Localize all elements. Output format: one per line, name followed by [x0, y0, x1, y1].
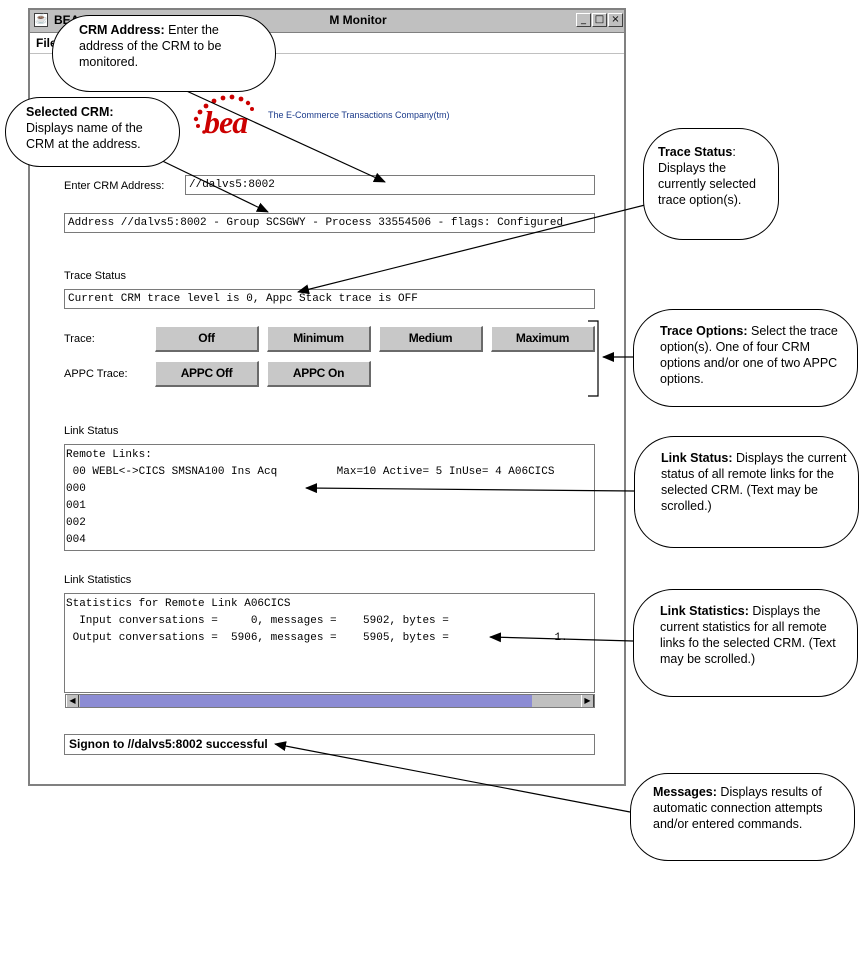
bea-logo: bea	[186, 90, 266, 140]
link-status-line: Remote Links:	[66, 449, 152, 461]
scroll-left-icon[interactable]: ◀	[66, 695, 79, 707]
callout-trace-status: Trace Status: Displays the currently sel…	[643, 128, 779, 240]
trace-maximum-button[interactable]: Maximum	[491, 326, 595, 352]
appc-on-button[interactable]: APPC On	[267, 361, 371, 387]
link-status-textarea[interactable]: Remote Links: 00 WEBL<->CICS SMSNA100 In…	[64, 444, 595, 551]
link-statistics-label: Link Statistics	[64, 574, 132, 586]
crm-address-input[interactable]: //dalvs5:8002	[185, 175, 595, 195]
messages-field: Signon to //dalvs5:8002 successful	[64, 734, 595, 755]
appc-off-button[interactable]: APPC Off	[155, 361, 259, 387]
trace-label: Trace:	[64, 333, 95, 345]
trace-off-button[interactable]: Off	[155, 326, 259, 352]
callout-selected-crm: Selected CRM:Displays name of the CRM at…	[5, 97, 180, 167]
scroll-thumb[interactable]	[80, 695, 532, 707]
trace-medium-button[interactable]: Medium	[379, 326, 483, 352]
trace-status-field: Current CRM trace level is 0, Appc Stack…	[64, 289, 595, 309]
link-statistics-line: Statistics for Remote Link A06CICS	[66, 598, 291, 610]
logo-wordmark: bea	[204, 104, 248, 140]
link-status-line: 000	[66, 483, 86, 495]
link-status-line: 002	[66, 517, 86, 529]
minimize-button[interactable]: _	[576, 13, 591, 27]
link-statistics-line: Input conversations = 0, messages = 5902…	[66, 615, 449, 627]
link-status-line: 00 WEBL<->CICS SMSNA100 Ins Acq Max=10 A…	[66, 466, 555, 478]
link-status-line: 004	[66, 534, 86, 546]
link-statistics-scrollbar[interactable]: ◀ ▶	[65, 694, 595, 708]
trace-minimum-button[interactable]: Minimum	[267, 326, 371, 352]
tagline: The E-Commerce Transactions Company(tm)	[268, 110, 450, 120]
appc-trace-label: APPC Trace:	[64, 368, 128, 380]
link-status-line: 001	[66, 500, 86, 512]
scroll-right-icon[interactable]: ▶	[581, 695, 594, 707]
link-statistics-textarea[interactable]: Statistics for Remote Link A06CICS Input…	[64, 593, 595, 693]
selected-crm-field: Address //dalvs5:8002 - Group SCSGWY - P…	[64, 213, 595, 233]
java-app-icon: ☕	[34, 13, 48, 27]
menu-file[interactable]: File	[36, 36, 57, 50]
callout-link-status: Link Status: Displays the current status…	[634, 436, 859, 548]
callout-link-statistics: Link Statistics: Displays the current st…	[633, 589, 858, 697]
callout-trace-options: Trace Options: Select the trace option(s…	[633, 309, 858, 407]
link-status-label: Link Status	[64, 425, 119, 437]
crm-address-label: Enter CRM Address:	[64, 180, 165, 192]
callout-messages: Messages: Displays results of automatic …	[630, 773, 855, 861]
close-button[interactable]: ×	[608, 13, 623, 27]
maximize-button[interactable]: □	[592, 13, 607, 27]
trace-status-label: Trace Status	[64, 270, 126, 282]
callout-crm-address: CRM Address: Enter the address of the CR…	[52, 15, 276, 92]
link-statistics-line: Output conversations = 5906, messages = …	[66, 632, 568, 644]
